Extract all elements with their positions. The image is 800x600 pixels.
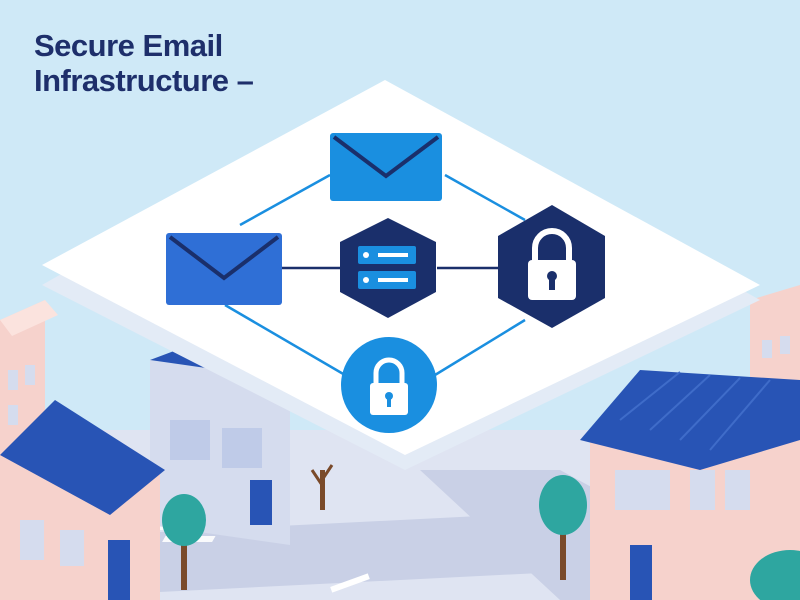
envelope-icon [330,133,442,201]
padlock-icon [341,337,437,433]
bush-right [750,550,800,600]
house-right-front [580,370,800,600]
envelope-icon [166,233,282,305]
page-title: Secure Email Infrastructure – [34,28,254,98]
tree-left [162,494,206,590]
tree-right [539,475,587,580]
house-left-front [0,400,165,600]
title-line-1: Secure Email [34,28,223,63]
network-connections [224,173,526,377]
title-line-2: Infrastructure – [34,63,254,98]
server-icon [340,218,436,318]
padlock-icon [498,205,605,328]
tree-center [310,464,334,510]
road-marking [330,573,370,593]
